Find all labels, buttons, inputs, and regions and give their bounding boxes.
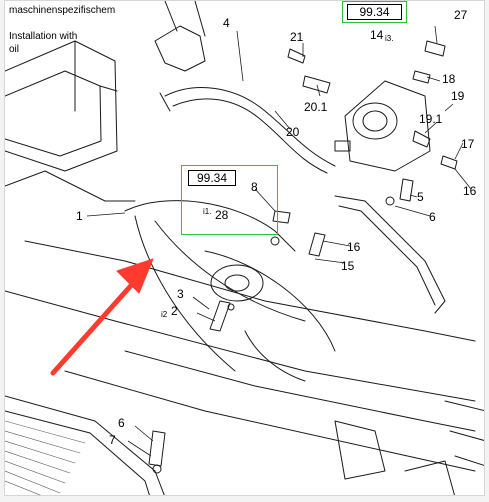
callout-18: 18 [442,72,456,86]
fitting-19-1 [412,130,431,148]
washer-6 [385,196,395,206]
diagram-drawing [5,1,484,495]
pump-14 [344,80,431,172]
callout-15: 15 [341,259,355,273]
callout-6-right: 6 [429,210,436,224]
fitting-27 [424,40,446,57]
ref-label-99-34-mid: 99.34 [188,170,236,186]
callout-6-bottom: 6 [118,416,125,430]
fitting-21 [287,48,306,64]
highlight-box-item-28[interactable]: 99.34 [181,165,278,235]
callout-20-1: 20.1 [304,100,328,114]
fan-blade-left [134,215,236,372]
header-note-line3: oil [9,44,20,55]
callout-19: 19 [451,89,465,103]
red-pointer-arrow [50,258,154,376]
bolt-8 [272,210,291,224]
tag-i1: i1. [203,207,212,216]
tag-i3: i3. [385,34,394,43]
washer-3 [227,303,235,311]
tag-i2: i2 [161,310,168,319]
pipe-15 [334,195,446,314]
fan-blade-mid [154,220,306,322]
fan-blade-right [204,250,336,352]
header-note-line1: maschinenspezifischem [9,5,116,16]
bolt-16 [308,232,326,257]
bolt-2 [209,300,231,332]
frame-rail-lower [5,290,476,402]
callout-2: 2 [171,304,178,318]
callout-7: 7 [109,433,116,447]
fitting-18 [412,70,431,84]
upper-bracket [154,25,206,72]
frame-rail-upper [24,240,476,342]
callout-21: 21 [290,30,304,44]
callout-20: 20 [286,125,300,139]
hose-20 [164,87,336,167]
fan-shroud-top [124,200,296,252]
callout-17: 17 [461,137,475,151]
callout-3: 3 [177,287,184,301]
callout-28: 28 [215,208,229,222]
callout-19-1: 19.1 [419,112,443,126]
bolt-7 [148,430,166,467]
fan-hub [210,264,264,302]
callout-14: 14 [370,28,384,42]
left-housing-outline [5,40,118,172]
callout-4: 4 [223,16,230,30]
callout-16-mid: 16 [347,240,361,254]
ref-label-99-34-top: 99.34 [347,4,402,20]
highlight-box-item-14[interactable]: 99.34 [342,1,407,23]
callout-5: 5 [417,190,424,204]
callout-1: 1 [76,209,83,223]
exploded-parts-diagram: maschinenspezifischem Installation with … [4,0,485,496]
callout-8: 8 [251,180,258,194]
bolt-5 [399,178,414,202]
callout-27: 27 [454,8,468,22]
radiator-outline [5,395,165,495]
callout-16-right: 16 [463,184,477,198]
header-note-line2: Installation with [9,31,78,42]
fitting-17 [440,155,458,170]
